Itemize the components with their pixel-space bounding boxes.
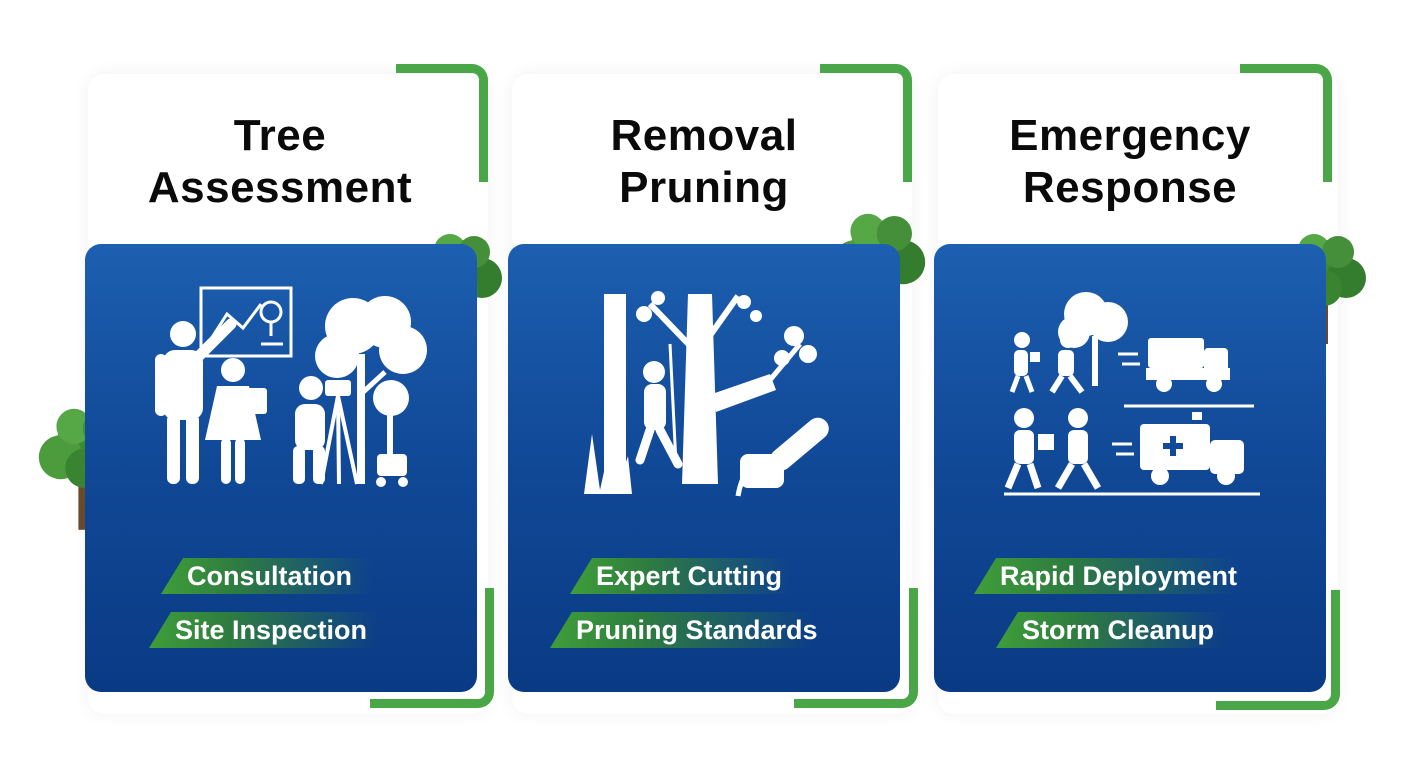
card-title: Emergency Response <box>1009 111 1251 212</box>
service-card-emergency-response: Emergency Response <box>930 60 1360 714</box>
card-panel: Rapid Deployment Storm Cleanup <box>934 244 1326 692</box>
service-tag: Rapid Deployment <box>974 556 1274 596</box>
service-tag: Pruning Standards <box>550 610 850 650</box>
service-tag: Storm Cleanup <box>996 610 1256 650</box>
service-card-tree-assessment: Tree Assessment <box>80 60 510 714</box>
green-corner-accent-top <box>1240 64 1332 182</box>
service-card-removal-pruning: Removal Pruning <box>504 60 934 714</box>
tree-removal-pruning-icon <box>584 291 829 497</box>
card-title: Removal Pruning <box>610 111 798 212</box>
service-tag: Consultation <box>161 556 401 596</box>
emergency-response-icon <box>1004 292 1260 496</box>
green-corner-accent-top <box>396 64 488 182</box>
service-tag: Site Inspection <box>149 610 409 650</box>
card-title: Tree Assessment <box>147 111 413 212</box>
green-corner-accent-bottom <box>370 588 494 708</box>
green-corner-accent-top <box>820 64 912 182</box>
card-panel: Expert Cutting Pruning Standards <box>508 244 900 692</box>
tree-assessment-icon <box>155 286 427 487</box>
green-corner-accent-bottom <box>794 588 918 708</box>
service-tag: Expert Cutting <box>570 556 820 596</box>
green-corner-accent-bottom <box>1216 590 1340 710</box>
card-panel: Consultation Site Inspection <box>85 244 477 692</box>
